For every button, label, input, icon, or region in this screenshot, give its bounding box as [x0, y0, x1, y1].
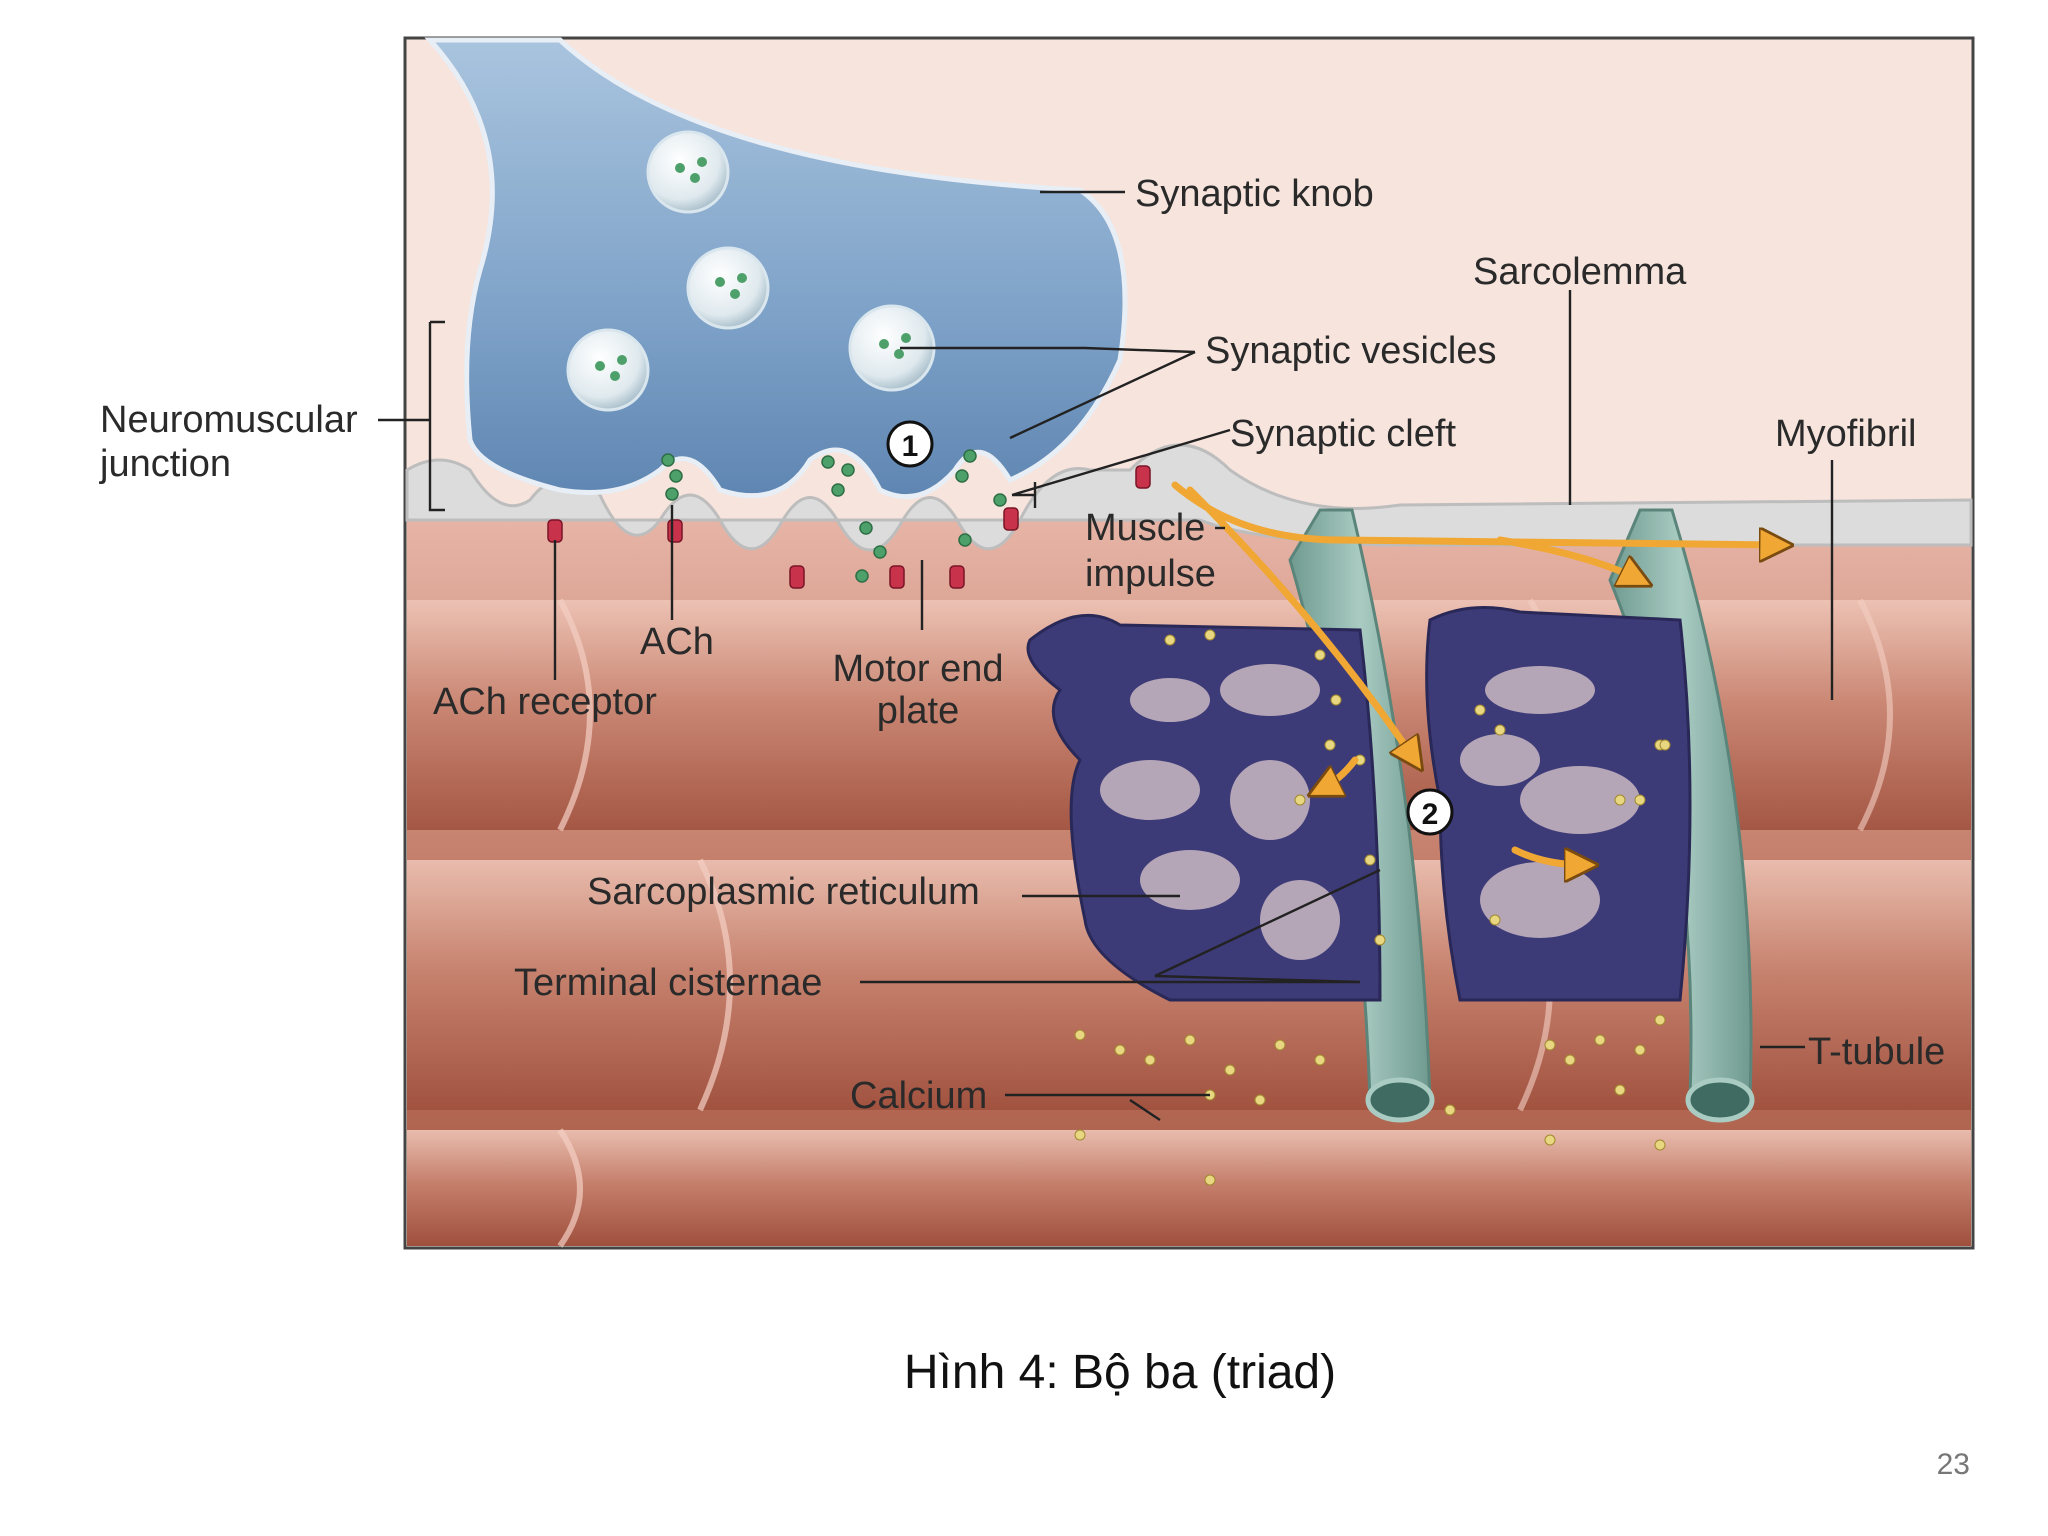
ach-receptor [1135, 465, 1151, 489]
vesicle [686, 246, 770, 330]
muscle-impulse-arrows [1171, 481, 1780, 865]
calcium-release-arrow [1320, 756, 1359, 790]
label-myofibril: Myofibril [1775, 413, 1916, 455]
leader-lines [378, 190, 1834, 1121]
page-number: 23 [1936, 1448, 1970, 1481]
svg-text:2: 2 [1422, 798, 1439, 831]
ach-receptors [547, 465, 1151, 589]
ach-receptor [547, 519, 563, 543]
labels: Synaptic knob Sarcolemma Synaptic vesicl… [99, 173, 1945, 1117]
label-ach-receptor: ACh receptor [433, 681, 657, 723]
impulse-arrow [1186, 486, 1415, 760]
figure-caption: Hình 4: Bộ ba (triad) [903, 1346, 1337, 1399]
label-sarcoplasmic-reticulum: Sarcoplasmic reticulum [587, 871, 980, 913]
vesicle [646, 130, 730, 214]
impulse-arrow [1171, 481, 1780, 545]
label-synaptic-vesicles: Synaptic vesicles [1205, 330, 1496, 372]
label-sarcolemma: Sarcolemma [1473, 251, 1687, 293]
label-motor-end-plate-2: plate [877, 690, 959, 732]
svg-text:1: 1 [902, 430, 919, 463]
label-terminal-cisternae: Terminal cisternae [514, 962, 822, 1004]
label-neuromuscular-junction-2: junction [99, 443, 231, 485]
label-t-tubule: T-tubule [1808, 1031, 1945, 1073]
label-neuromuscular-junction: Neuromuscular [100, 399, 358, 441]
label-muscle-impulse: Muscle [1085, 507, 1205, 549]
impulse-arrow [1496, 536, 1640, 580]
sarcoplasmic-reticulum [1026, 606, 1692, 1002]
calcium-ions [1074, 629, 1671, 1186]
ach-receptor [789, 565, 805, 589]
ach-molecules [661, 449, 1007, 583]
label-ach: ACh [640, 621, 714, 663]
label-synaptic-cleft: Synaptic cleft [1230, 413, 1456, 455]
vesicle [566, 328, 650, 412]
ach-receptor [1003, 507, 1019, 531]
label-motor-end-plate: Motor end [832, 648, 1003, 690]
label-muscle-impulse-2: impulse [1085, 553, 1216, 595]
step-marker-1: 1 [886, 420, 934, 468]
ach-receptor [667, 519, 683, 543]
step-marker-2: 2 [1406, 788, 1454, 836]
calcium-release-arrow [1511, 846, 1585, 865]
ach-receptor [949, 565, 965, 589]
label-calcium: Calcium [850, 1075, 987, 1117]
synaptic-vesicles [566, 130, 936, 412]
label-synaptic-knob: Synaptic knob [1135, 173, 1374, 215]
ach-receptor [889, 565, 905, 589]
